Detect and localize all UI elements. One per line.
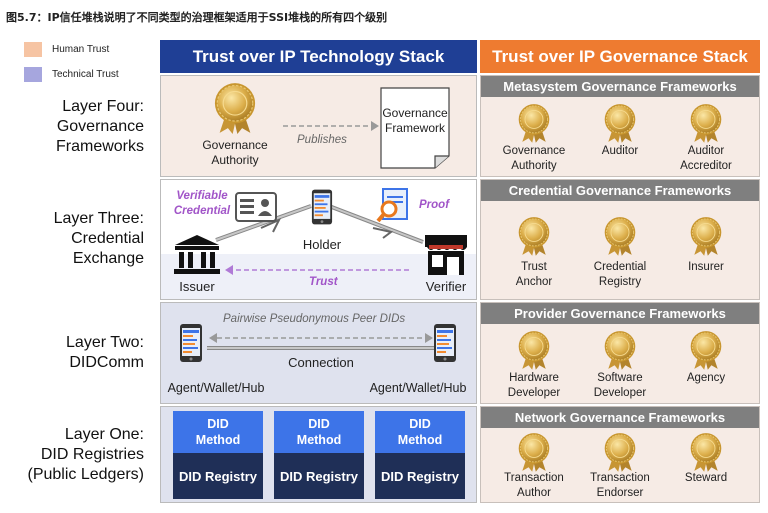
did-registry-cell: DID Registry xyxy=(274,453,364,499)
smartphone-icon xyxy=(179,323,203,363)
credential-flow-lines xyxy=(215,204,424,275)
role-insurer: Insurer xyxy=(688,261,724,273)
did-registry-cell: DID Registry xyxy=(375,453,465,499)
legend-swatch-technical-trust xyxy=(24,67,42,82)
gold-medal-icon xyxy=(602,216,638,256)
smartphone-icon xyxy=(433,323,457,363)
gold-medal-icon xyxy=(688,330,724,370)
gold-medal-icon xyxy=(516,216,552,256)
gov-box-title: Credential Governance Frameworks xyxy=(481,180,759,201)
right-agent-label: Agent/Wallet/Hub xyxy=(369,381,467,395)
gold-medal-icon xyxy=(516,330,552,370)
gold-medal-icon xyxy=(211,82,259,134)
layer-one-label: Layer One:DID Registries(Public Ledgers) xyxy=(27,426,145,483)
pairwise-arrow xyxy=(209,333,433,343)
layer-two-label: Layer Two:DIDComm xyxy=(66,334,144,371)
connection-line xyxy=(207,346,435,350)
connection-label: Connection xyxy=(288,355,354,370)
gold-medal-icon xyxy=(516,103,552,143)
role-steward: Steward xyxy=(684,472,728,484)
role-auditor: Auditor xyxy=(601,145,639,157)
id-card-icon xyxy=(235,192,277,222)
gold-medal-icon xyxy=(602,103,638,143)
document-icon xyxy=(380,87,450,169)
tech-layer-two-panel: Pairwise Pseudonymous Peer DIDs Connecti… xyxy=(160,302,477,404)
gold-medal-icon xyxy=(688,432,724,472)
magnifier-document-icon xyxy=(376,188,408,223)
gold-medal-icon xyxy=(602,432,638,472)
legend-label-human-trust: Human Trust xyxy=(52,44,110,55)
gov-box-title: Metasystem Governance Frameworks xyxy=(481,76,759,97)
gold-medal-icon xyxy=(688,216,724,256)
legend-label-technical-trust: Technical Trust xyxy=(52,69,119,80)
pairwise-dids-label: Pairwise Pseudonymous Peer DIDs xyxy=(223,313,406,325)
role-agency: Agency xyxy=(686,372,726,384)
did-registry-cell: DID Registry xyxy=(173,453,263,499)
left-agent-label: Agent/Wallet/Hub xyxy=(167,381,265,395)
gov-box-network: Network Governance Frameworks Transactio… xyxy=(480,406,760,503)
gold-medal-icon xyxy=(602,330,638,370)
holder-label: Holder xyxy=(302,237,342,252)
issuer-label: Issuer xyxy=(179,279,215,294)
bank-building-icon xyxy=(174,235,220,274)
storefront-icon xyxy=(425,235,467,275)
figure-title: 图5.7：IP信任堆栈说明了不同类型的治理框架适用于SSI堆栈的所有四个级别 xyxy=(6,11,388,24)
gold-medal-icon xyxy=(516,432,552,472)
publishes-arrow xyxy=(283,121,379,131)
trust-label: Trust xyxy=(309,276,338,288)
gov-box-title: Network Governance Frameworks xyxy=(481,407,759,428)
smartphone-icon xyxy=(311,188,333,226)
proof-label: Proof xyxy=(419,199,450,211)
gov-box-metasystem: Metasystem Governance Frameworks Governa… xyxy=(480,75,760,177)
tech-stack-header: Trust over IP Technology Stack xyxy=(160,40,477,73)
gold-medal-icon xyxy=(688,103,724,143)
publishes-label: Publishes xyxy=(297,134,347,146)
verifier-label: Verifier xyxy=(425,279,467,294)
gov-stack-header: Trust over IP Governance Stack xyxy=(480,40,760,73)
gov-box-title: Provider Governance Frameworks xyxy=(481,303,759,324)
legend-swatch-human-trust xyxy=(24,42,42,57)
